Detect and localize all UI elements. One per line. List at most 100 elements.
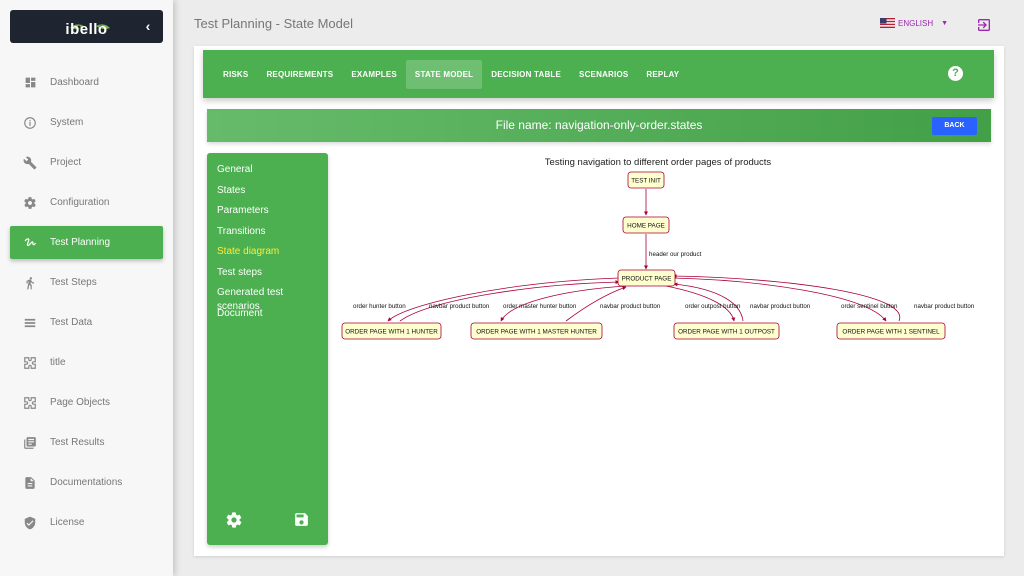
menu-item-transitions[interactable]: Transitions — [217, 225, 266, 237]
logo-box: ibello ‹ — [10, 10, 163, 43]
logo-eyes-icon — [70, 24, 110, 30]
document-icon — [22, 475, 38, 491]
edge-label: navbar product button — [750, 303, 811, 310]
sidebar-item-test-data[interactable]: Test Data — [10, 306, 163, 339]
sidebar-item-documentations[interactable]: Documentations — [10, 466, 163, 499]
state-model-menu: General States Parameters Transitions St… — [207, 153, 328, 545]
sidebar-item-label: Documentations — [50, 477, 123, 488]
sidebar-item-label: Page Objects — [50, 397, 111, 408]
collapse-sidebar-button[interactable]: ‹ — [145, 18, 151, 34]
settings-gear-icon[interactable] — [225, 511, 243, 529]
tab-state-model[interactable]: STATE MODEL — [405, 59, 483, 89]
sidebar-item-project[interactable]: Project — [10, 146, 163, 179]
sidebar-item-title[interactable]: title — [10, 346, 163, 379]
logo: ibello — [65, 21, 108, 38]
state-node — [836, 322, 946, 340]
menu-item-state-diagram[interactable]: State diagram — [217, 246, 280, 257]
tab-examples[interactable]: EXAMPLES — [351, 69, 397, 79]
menu-item-test-steps[interactable]: Test steps — [217, 266, 263, 278]
edge-label: order sentinel button — [841, 303, 898, 310]
edge-label: order master hunter button — [503, 303, 577, 310]
sidebar-item-license[interactable]: License — [10, 506, 163, 539]
state-node — [470, 322, 603, 340]
sidebar-item-label: Project — [50, 157, 82, 168]
state-label: HOME PAGE — [627, 223, 665, 230]
tab-replay[interactable]: REPLAY — [646, 69, 680, 79]
logout-icon[interactable] — [976, 17, 992, 33]
language-selector[interactable]: ENGLISH ▼ — [880, 18, 948, 28]
file-name: File name: navigation-only-order.states — [495, 118, 703, 132]
menu-item-states[interactable]: States — [217, 184, 246, 196]
edge-label: navbar product button — [600, 303, 661, 310]
state-label: ORDER PAGE WITH 1 SENTINEL — [842, 329, 940, 336]
sidebar-item-configuration[interactable]: Configuration — [10, 186, 163, 219]
tabs-bar: RISKS REQUIREMENTS EXAMPLES STATE MODEL … — [203, 50, 994, 98]
sidebar: ibello ‹ Dashboard System Project Conf — [0, 0, 173, 576]
sidebar-item-label: Test Planning — [50, 237, 111, 248]
state-label: TEST INIT — [631, 178, 661, 185]
menu-item-document[interactable]: Document — [217, 307, 263, 319]
tab-requirements[interactable]: REQUIREMENTS — [266, 69, 334, 79]
dashboard-icon — [22, 75, 38, 91]
us-flag-icon — [880, 18, 895, 28]
state-label: ORDER PAGE WITH 1 HUNTER — [345, 329, 438, 336]
sidebar-item-label: Test Steps — [50, 277, 97, 288]
wrench-icon — [22, 155, 38, 171]
tab-risks[interactable]: RISKS — [223, 69, 249, 79]
page-title: Test Planning - State Model — [194, 16, 353, 31]
edge-label: navbar product button — [914, 303, 975, 310]
menu-item-generated-test-scenarios[interactable]: Generated test scenarios — [217, 287, 284, 312]
gesture-icon — [22, 235, 38, 251]
sidebar-item-page-objects[interactable]: Page Objects — [10, 386, 163, 419]
edge-label: order outpost button — [685, 303, 741, 310]
sidebar-item-label: License — [50, 517, 85, 528]
state-label: ORDER PAGE WITH 1 MASTER HUNTER — [476, 329, 597, 336]
edge-label: header our product — [649, 251, 702, 258]
edge-label: navbar product button — [429, 303, 490, 310]
walking-icon — [22, 275, 38, 291]
info-icon — [22, 115, 38, 131]
tab-decision-table[interactable]: DECISION TABLE — [491, 69, 562, 79]
sidebar-item-dashboard[interactable]: Dashboard — [10, 66, 163, 99]
edge-outpost-product — [673, 282, 744, 322]
state-node — [617, 269, 676, 287]
menu-item-parameters[interactable]: Parameters — [217, 205, 269, 216]
menu-footer — [207, 511, 328, 529]
sidebar-nav: Dashboard System Project Configuration T… — [10, 66, 163, 546]
state-node — [673, 322, 780, 340]
sidebar-item-test-planning[interactable]: Test Planning — [10, 226, 163, 259]
edge-sentinel-product — [672, 274, 901, 322]
language-label: ENGLISH — [898, 18, 934, 28]
library-books-icon — [22, 435, 38, 451]
menu-item-general[interactable]: General — [217, 164, 253, 175]
file-bar: File name: navigation-only-order.states … — [207, 109, 991, 142]
state-node — [627, 171, 665, 189]
save-icon[interactable] — [293, 511, 310, 528]
puzzle-icon — [22, 355, 38, 371]
back-button[interactable]: BACK — [932, 117, 977, 135]
state-diagram: Testing navigation to different order pa… — [341, 157, 975, 340]
edge-hunter-product — [399, 280, 620, 322]
caret-down-icon: ▼ — [941, 19, 949, 27]
state-node — [341, 322, 442, 340]
edge-product-hunter — [387, 277, 620, 322]
sidebar-item-system[interactable]: System — [10, 106, 163, 139]
tab-scenarios[interactable]: SCENARIOS — [579, 69, 629, 79]
shield-check-icon — [22, 515, 38, 531]
main-card: RISKS REQUIREMENTS EXAMPLES STATE MODEL … — [194, 46, 1004, 556]
sidebar-item-test-results[interactable]: Test Results — [10, 426, 163, 459]
list-icon — [22, 315, 38, 331]
edge-label: order hunter button — [353, 303, 406, 310]
sidebar-item-label: Configuration — [50, 197, 110, 208]
sidebar-item-label: Test Data — [50, 317, 93, 328]
sidebar-item-test-steps[interactable]: Test Steps — [10, 266, 163, 299]
edge-master-hunter-product — [565, 286, 627, 322]
sidebar-item-label: Dashboard — [50, 77, 99, 88]
help-icon[interactable]: ? — [948, 66, 963, 81]
edge-product-master-hunter — [500, 285, 627, 322]
edge-product-sentinel — [672, 277, 887, 322]
state-node — [622, 216, 670, 234]
puzzle-icon — [22, 395, 38, 411]
gear-icon — [22, 195, 38, 211]
sidebar-item-label: System — [50, 117, 84, 128]
